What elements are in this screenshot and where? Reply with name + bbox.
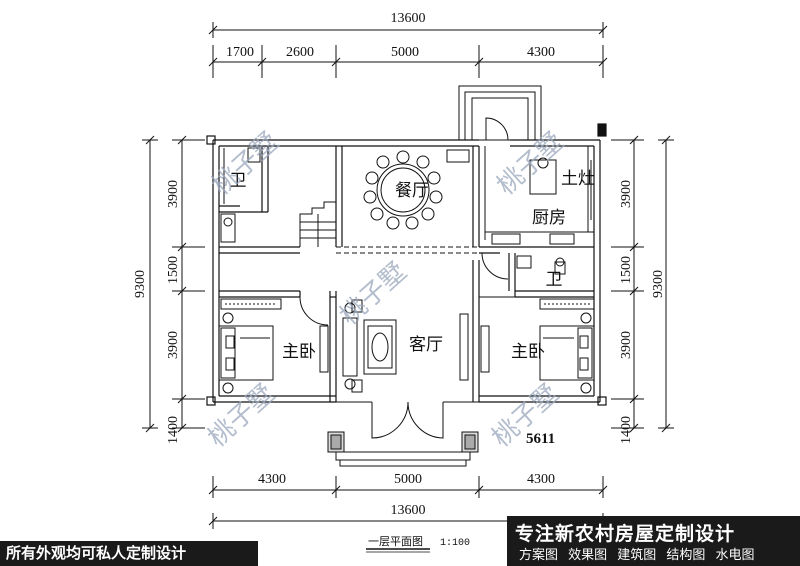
bottom-dimension-1: 4300 xyxy=(258,472,286,487)
front-porch xyxy=(327,431,479,467)
room-label-master-bedroom-e: 主卧 xyxy=(511,342,545,362)
bottom-dimension-3: 4300 xyxy=(527,472,555,487)
room-label-kitchen: 厨房 xyxy=(532,208,566,228)
room-label-master-bedroom-w: 主卧 xyxy=(282,342,316,362)
left-dimension-3: 3900 xyxy=(166,331,181,359)
dashed-openings xyxy=(336,246,479,254)
e-bath-fixtures xyxy=(481,252,566,280)
right-dimension-lines xyxy=(611,135,674,433)
top-dimension-4: 4300 xyxy=(527,45,555,60)
right-total-dimension: 9300 xyxy=(651,270,666,298)
interior-walls xyxy=(219,146,594,402)
room-label-dining: 餐厅 xyxy=(395,181,429,201)
custom-design-banner: 所有外观均可私人定制设计 xyxy=(0,541,258,566)
left-total-dimension: 9300 xyxy=(133,270,148,298)
front-door xyxy=(336,401,479,439)
west-bedroom-furniture xyxy=(218,296,329,394)
bottom-total-dimension: 13600 xyxy=(391,503,426,518)
top-total-dimension: 13600 xyxy=(391,11,426,26)
top-dimension-3: 5000 xyxy=(391,45,419,60)
east-bedroom-furniture xyxy=(479,296,595,394)
left-dimension-2: 1500 xyxy=(166,256,181,284)
service-banner: 专注新农村房屋定制设计 方案图 效果图 建筑图 结构图 水电图 xyxy=(507,516,800,566)
bottom-dimension-2: 5000 xyxy=(394,472,422,487)
top-dimension-lines xyxy=(208,22,608,78)
room-label-bathroom-nw: 卫 xyxy=(230,171,247,191)
round-dining-table xyxy=(376,163,430,217)
right-dimension-1: 3900 xyxy=(619,180,634,208)
plan-number: 5611 xyxy=(526,431,555,447)
staircase xyxy=(299,201,336,247)
top-dimension-2: 2600 xyxy=(286,45,314,60)
room-label-living: 客厅 xyxy=(409,335,443,355)
left-dimension-4: 1400 xyxy=(166,416,181,444)
nw-bath-fixtures xyxy=(220,147,261,243)
left-dimension-1: 3900 xyxy=(166,180,181,208)
plan-scale: 1:100 xyxy=(440,538,470,549)
kitchen-fixtures xyxy=(484,146,594,245)
right-dimension-2: 1500 xyxy=(619,256,634,284)
sideboard xyxy=(446,149,470,163)
back-porch xyxy=(458,85,542,141)
left-dimension-lines xyxy=(142,135,205,433)
room-label-bathroom-e: 卫 xyxy=(546,270,563,290)
watermark-4: 桃子墅 xyxy=(203,379,281,453)
banner-headline: 专注新农村房屋定制设计 xyxy=(515,523,736,545)
right-dimension-4: 1400 xyxy=(619,416,634,444)
living-room-furniture xyxy=(342,299,469,393)
room-label-stove: 土灶 xyxy=(561,169,595,189)
dining-chairs xyxy=(363,150,443,230)
watermark-2: 桃子墅 xyxy=(492,127,570,201)
plan-title: 一层平面图 xyxy=(368,535,423,548)
right-dimension-3: 3900 xyxy=(619,331,634,359)
banner-services: 方案图 效果图 建筑图 结构图 水电图 xyxy=(519,548,755,563)
top-dimension-1: 1700 xyxy=(226,45,254,60)
